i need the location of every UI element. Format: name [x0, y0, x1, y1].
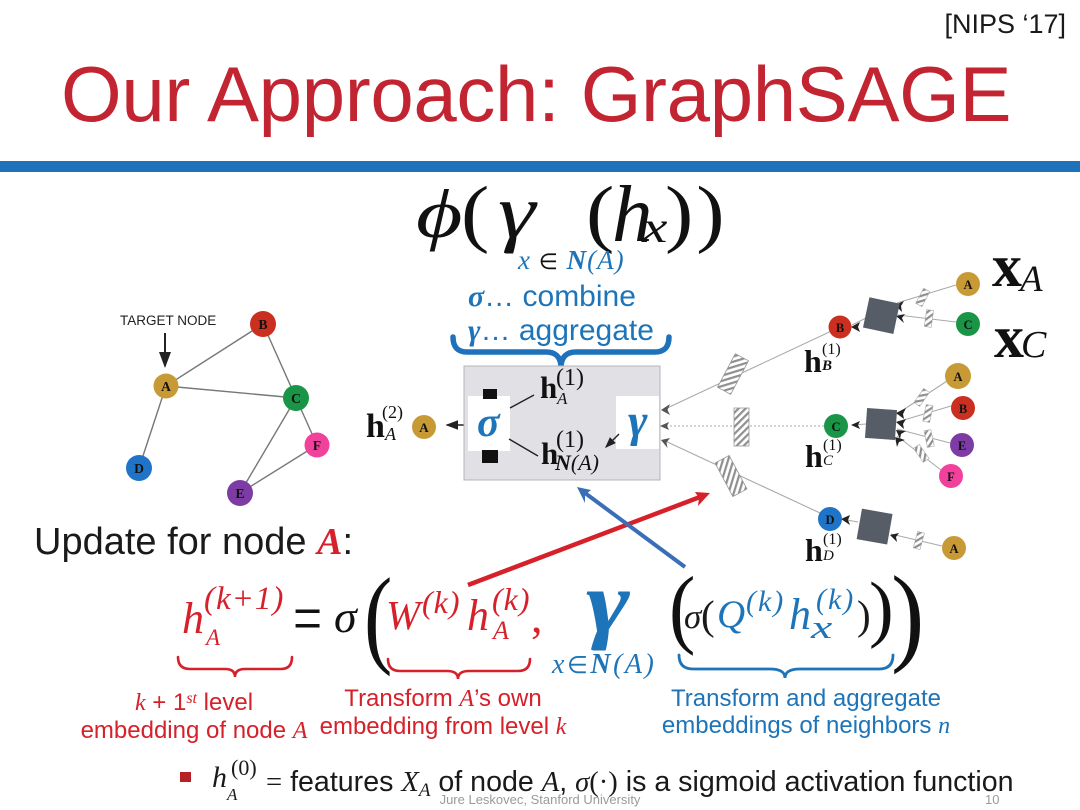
- svg-text:F: F: [313, 438, 321, 453]
- svg-text:D: D: [825, 513, 834, 527]
- svg-text:A: A: [963, 278, 972, 292]
- svg-text:B: B: [836, 321, 844, 335]
- svg-text:TARGET NODE: TARGET NODE: [120, 313, 216, 328]
- svg-text:D: D: [134, 461, 144, 476]
- svg-text:A: A: [953, 370, 962, 384]
- svg-text:F: F: [947, 470, 955, 484]
- svg-text:B: B: [959, 402, 967, 416]
- svg-text:C: C: [291, 391, 301, 406]
- svg-text:A: A: [419, 420, 429, 435]
- svg-text:B: B: [258, 317, 267, 332]
- svg-text:A: A: [949, 542, 958, 556]
- svg-text:C: C: [831, 420, 840, 434]
- svg-text:E: E: [958, 439, 966, 453]
- svg-text:E: E: [235, 486, 244, 501]
- svg-text:C: C: [963, 318, 972, 332]
- svg-text:A: A: [161, 379, 171, 394]
